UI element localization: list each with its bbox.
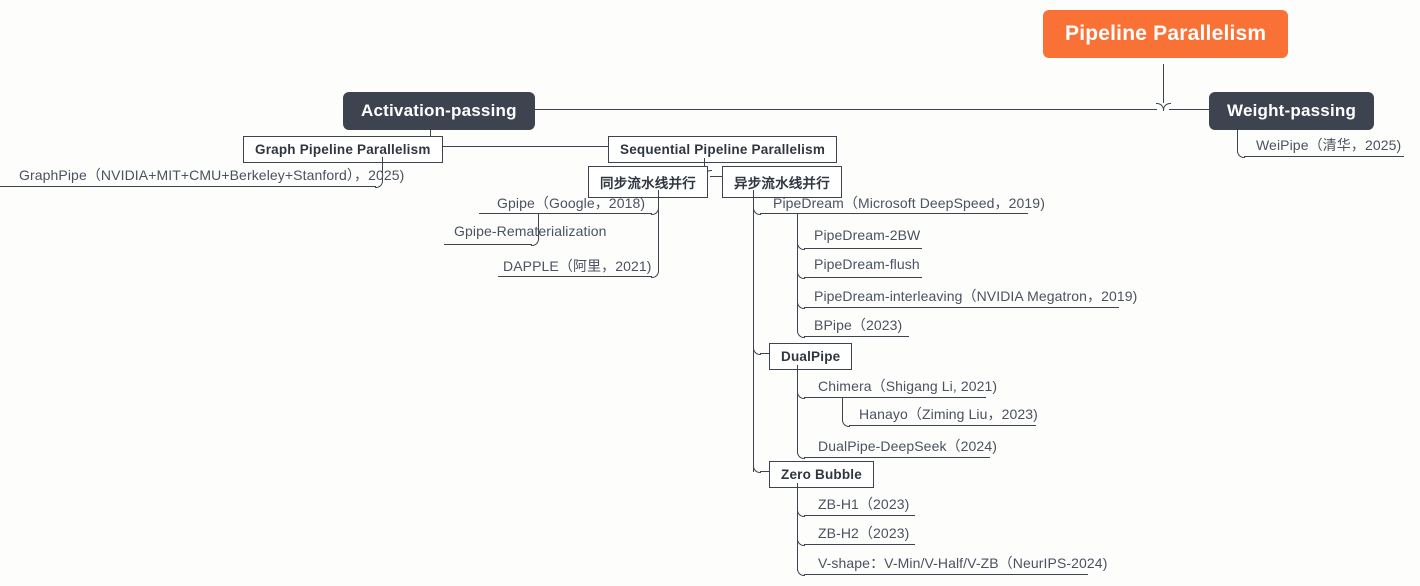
connector-vshape-underline (804, 574, 1088, 576)
connector-gpipe-underline (479, 213, 652, 215)
connector-dualpipedeepseek-elbow (797, 451, 805, 459)
group-node-sequential-pipeline-parallelism[interactable]: Sequential Pipeline Parallelism (608, 136, 838, 163)
connector-pipedreamflush-elbow (797, 271, 805, 279)
leaf-pipedream[interactable]: PipeDream（Microsoft DeepSpeed，2019) (773, 195, 1045, 211)
group-node-dualpipe[interactable]: DualPipe (769, 343, 853, 370)
group-node-graph-pipeline-parallelism[interactable]: Graph Pipeline Parallelism (243, 136, 443, 163)
connector-hanayo-underline (849, 425, 1036, 427)
leaf-pipedream-flush[interactable]: PipeDream-flush (814, 256, 920, 272)
connector-sync-spine (658, 190, 660, 270)
connector-root-junction-right (1163, 103, 1171, 111)
root-node-pipeline-parallelism[interactable]: Pipeline Parallelism (1043, 10, 1289, 58)
branch-node-weight-passing[interactable]: Weight-passing (1209, 92, 1375, 130)
connector-weight-spine (1237, 128, 1239, 150)
connector-pipedreaminterleaving-elbow (797, 301, 805, 309)
connector-zerobubble-elbow (753, 465, 761, 473)
leaf-graphpipe[interactable]: GraphPipe（NVIDIA+MIT+CMU+Berkeley+Stanfo… (19, 167, 405, 183)
leaf-dualpipe-deepseek[interactable]: DualPipe-DeepSeek（2024) (818, 438, 997, 454)
connector-pipedreaminterleaving-underline (804, 307, 1119, 309)
group-node-async-pipeline[interactable]: 异步流水线并行 (722, 166, 842, 198)
connector-pipedream2bw-elbow (797, 242, 805, 250)
leaf-bpipe[interactable]: BPipe（2023) (814, 317, 903, 333)
connector-weipipe-elbow (1237, 150, 1245, 158)
connector-weipipe-underline (1244, 156, 1404, 158)
connector-zerobubble-arm (760, 471, 770, 473)
connector-activation-to-sequential (436, 146, 608, 148)
leaf-dapple[interactable]: DAPPLE（阿里，2021) (503, 258, 652, 274)
connector-vshape-elbow (797, 568, 805, 576)
connector-dualpipe-arm (760, 353, 770, 355)
connector-gpipe-remat-spine (538, 213, 540, 238)
connector-hanayo-elbow (842, 419, 850, 427)
connector-chimera-elbow (797, 391, 805, 399)
connector-sequential-to-async (710, 176, 722, 178)
connector-zbh1-elbow (797, 509, 805, 517)
leaf-gpipe[interactable]: Gpipe（Google，2018) (497, 195, 646, 211)
leaf-chimera[interactable]: Chimera（Shigang Li, 2021) (818, 378, 998, 394)
connector-chimera-underline (804, 397, 986, 399)
connector-graph-underline (0, 186, 376, 188)
connector-dapple-underline (498, 276, 652, 278)
connector-zbh1-underline (804, 515, 915, 517)
connector-gpipe-remat-underline (444, 244, 532, 246)
connector-bpipe-underline (804, 336, 909, 338)
connector-pipedreamflush-underline (804, 277, 922, 279)
connector-bpipe-elbow (797, 330, 805, 338)
leaf-zb-h2[interactable]: ZB-H2（2023) (818, 525, 910, 541)
connector-root-to-weight (1169, 109, 1213, 111)
leaf-zb-h1[interactable]: ZB-H1（2023) (818, 496, 910, 512)
leaf-gpipe-rematerialization[interactable]: Gpipe-Rematerialization (454, 223, 607, 239)
connector-async-spine (753, 190, 755, 472)
connector-pipedream-elbow (753, 207, 761, 215)
leaf-pipedream-interleaving[interactable]: PipeDream-interleaving（NVIDIA Megatron，2… (814, 288, 1138, 304)
connector-zbh2-elbow (797, 538, 805, 546)
connector-zerobubble-children-spine (797, 483, 799, 570)
group-node-zero-bubble[interactable]: Zero Bubble (769, 461, 874, 488)
connector-root-stem (1163, 64, 1165, 103)
leaf-v-shape[interactable]: V-shape：V-Min/V-Half/V-ZB（NeurIPS-2024) (818, 555, 1108, 571)
connector-activation-stem (430, 128, 432, 140)
connector-graph-spine (382, 157, 384, 180)
leaf-hanayo[interactable]: Hanayo（Ziming Liu，2023) (859, 406, 1038, 422)
group-node-sync-pipeline[interactable]: 同步流水线并行 (588, 166, 708, 198)
connector-hanayo-spine (842, 397, 844, 419)
connector-dualpipe-elbow (753, 347, 761, 355)
connector-dualpipe-children-spine (797, 365, 799, 452)
connector-root-to-activation (430, 109, 1157, 111)
leaf-pipedream-2bw[interactable]: PipeDream-2BW (814, 227, 921, 243)
connector-sequential-stem (704, 158, 706, 170)
connector-pipedream2bw-underline (804, 248, 922, 250)
connector-dualpipedeepseek-underline (804, 457, 990, 459)
connector-pipedream-underline (760, 213, 1028, 215)
branch-node-activation-passing[interactable]: Activation-passing (343, 92, 535, 130)
connector-zbh2-underline (804, 544, 915, 546)
leaf-weipipe[interactable]: WeiPipe（清华，2025) (1256, 137, 1402, 153)
